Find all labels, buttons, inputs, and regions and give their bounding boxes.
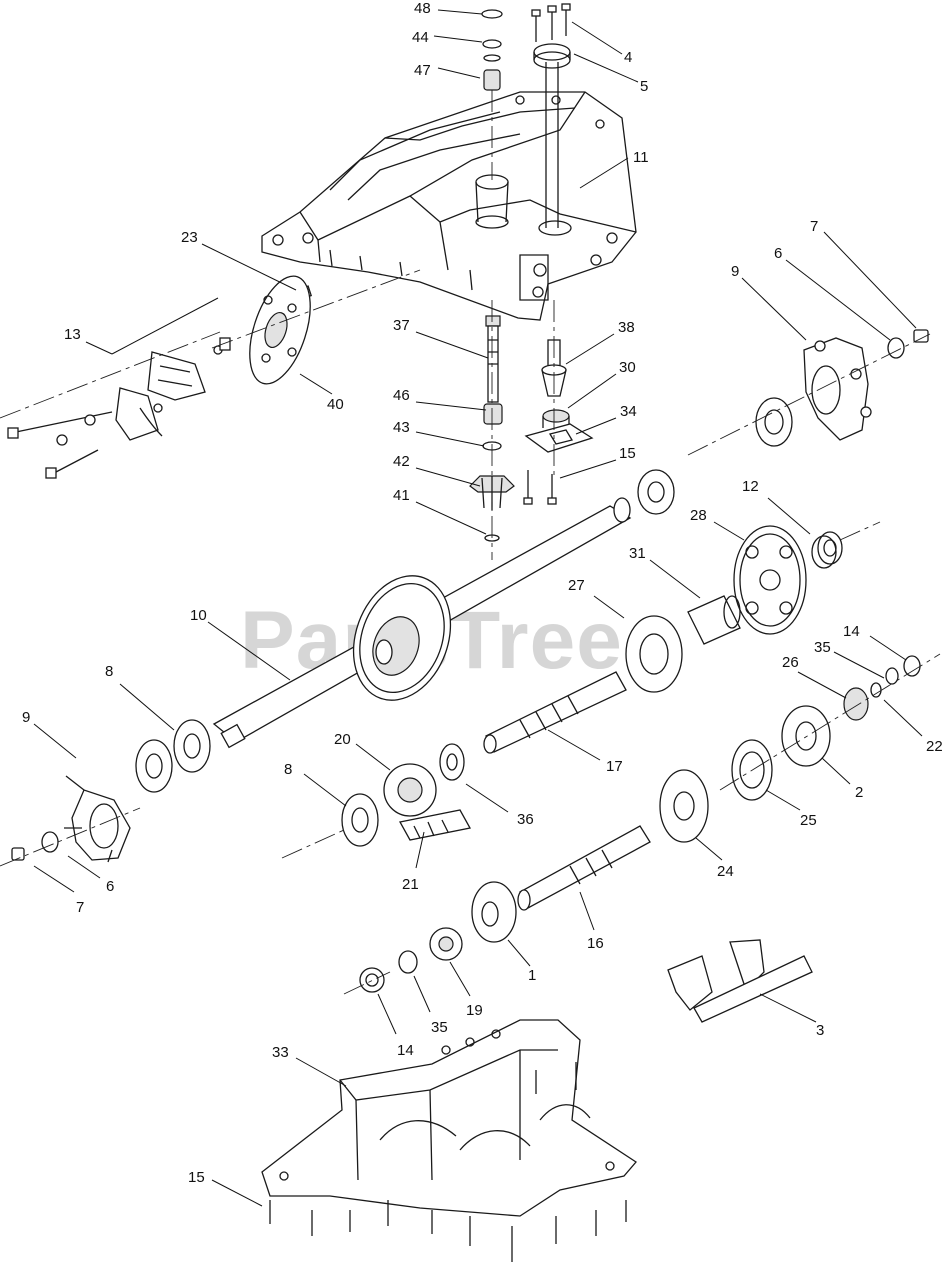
- callout-12: 12: [742, 478, 759, 495]
- callout-17: 17: [606, 758, 623, 775]
- shift-fork-3: [667, 939, 813, 1023]
- callout-5: 5: [640, 78, 648, 95]
- shaft-16: [517, 825, 651, 911]
- callout-10: 10: [190, 607, 207, 624]
- callout-38: 38: [618, 319, 635, 336]
- callout-8: 8: [105, 663, 113, 680]
- callout-37: 37: [393, 317, 410, 334]
- callout-9: 9: [731, 263, 739, 280]
- callout-23: 23: [181, 229, 198, 246]
- input-shaft-stack: [469, 300, 515, 560]
- callout-27: 27: [568, 577, 585, 594]
- callout-43: 43: [393, 419, 410, 436]
- callout-36: 36: [517, 811, 534, 828]
- shift-fork-stack: [523, 300, 594, 505]
- leader-lines: [33, 9, 923, 1207]
- callout-22: 22: [926, 738, 943, 755]
- callout-20: 20: [334, 731, 351, 748]
- callout-13: 13: [64, 326, 81, 343]
- callout-labels: 48 44 47 4 5 11 7 6 9 23 13 40 37 38 30 …: [22, 0, 943, 1186]
- callout-31: 31: [629, 545, 646, 562]
- callout-35b: 35: [431, 1019, 448, 1036]
- gear-27: [625, 615, 683, 693]
- washer-36: [439, 743, 465, 781]
- chain-21: [398, 809, 472, 841]
- callout-2: 2: [855, 784, 863, 801]
- callout-34: 34: [620, 403, 637, 420]
- upper-housing: [261, 91, 637, 321]
- spacer-12: [811, 531, 843, 569]
- callout-33: 33: [272, 1044, 289, 1061]
- callout-9b: 9: [22, 709, 30, 726]
- lower-coupler-group: [359, 881, 517, 993]
- callout-19: 19: [466, 1002, 483, 1019]
- callout-7b: 7: [76, 899, 84, 916]
- callout-6b: 6: [106, 878, 114, 895]
- right-hub-upper: [755, 329, 929, 447]
- callout-1: 1: [528, 967, 536, 984]
- callout-14b: 14: [397, 1042, 414, 1059]
- bearing-8-lower: [341, 793, 379, 847]
- bearing-stack: [481, 9, 503, 180]
- callout-47: 47: [414, 62, 431, 79]
- callout-15b: 15: [188, 1169, 205, 1186]
- callout-11: 11: [633, 149, 649, 166]
- brake-disc: [249, 275, 311, 385]
- gear-28: [733, 525, 807, 635]
- right-small-parts: [659, 655, 921, 843]
- callout-30: 30: [619, 359, 636, 376]
- differential-gear: [352, 575, 452, 701]
- callout-24: 24: [717, 863, 734, 880]
- callout-4: 4: [624, 49, 632, 66]
- callout-46: 46: [393, 387, 410, 404]
- callout-7: 7: [810, 218, 818, 235]
- axle-bearings-right: [637, 469, 675, 515]
- shift-rod: [531, 3, 571, 228]
- callout-25: 25: [800, 812, 817, 829]
- bearing-8-upper: [135, 719, 211, 793]
- callout-28: 28: [690, 507, 707, 524]
- sprocket-20: [383, 763, 437, 817]
- callout-14: 14: [843, 623, 860, 640]
- callout-16: 16: [587, 935, 604, 952]
- lower-housing: [261, 1019, 637, 1262]
- callout-3: 3: [816, 1022, 824, 1039]
- callout-8b: 8: [284, 761, 292, 778]
- callout-15: 15: [619, 445, 636, 462]
- callout-48: 48: [414, 0, 431, 17]
- splined-shaft-17: [483, 671, 627, 754]
- callout-21: 21: [402, 876, 419, 893]
- callout-44: 44: [412, 29, 429, 46]
- callout-6: 6: [774, 245, 782, 262]
- sleeve-31: [687, 595, 741, 645]
- callout-40: 40: [327, 396, 344, 413]
- callout-26: 26: [782, 654, 799, 671]
- callout-42: 42: [393, 453, 410, 470]
- callout-41: 41: [393, 487, 410, 504]
- callout-35: 35: [814, 639, 831, 656]
